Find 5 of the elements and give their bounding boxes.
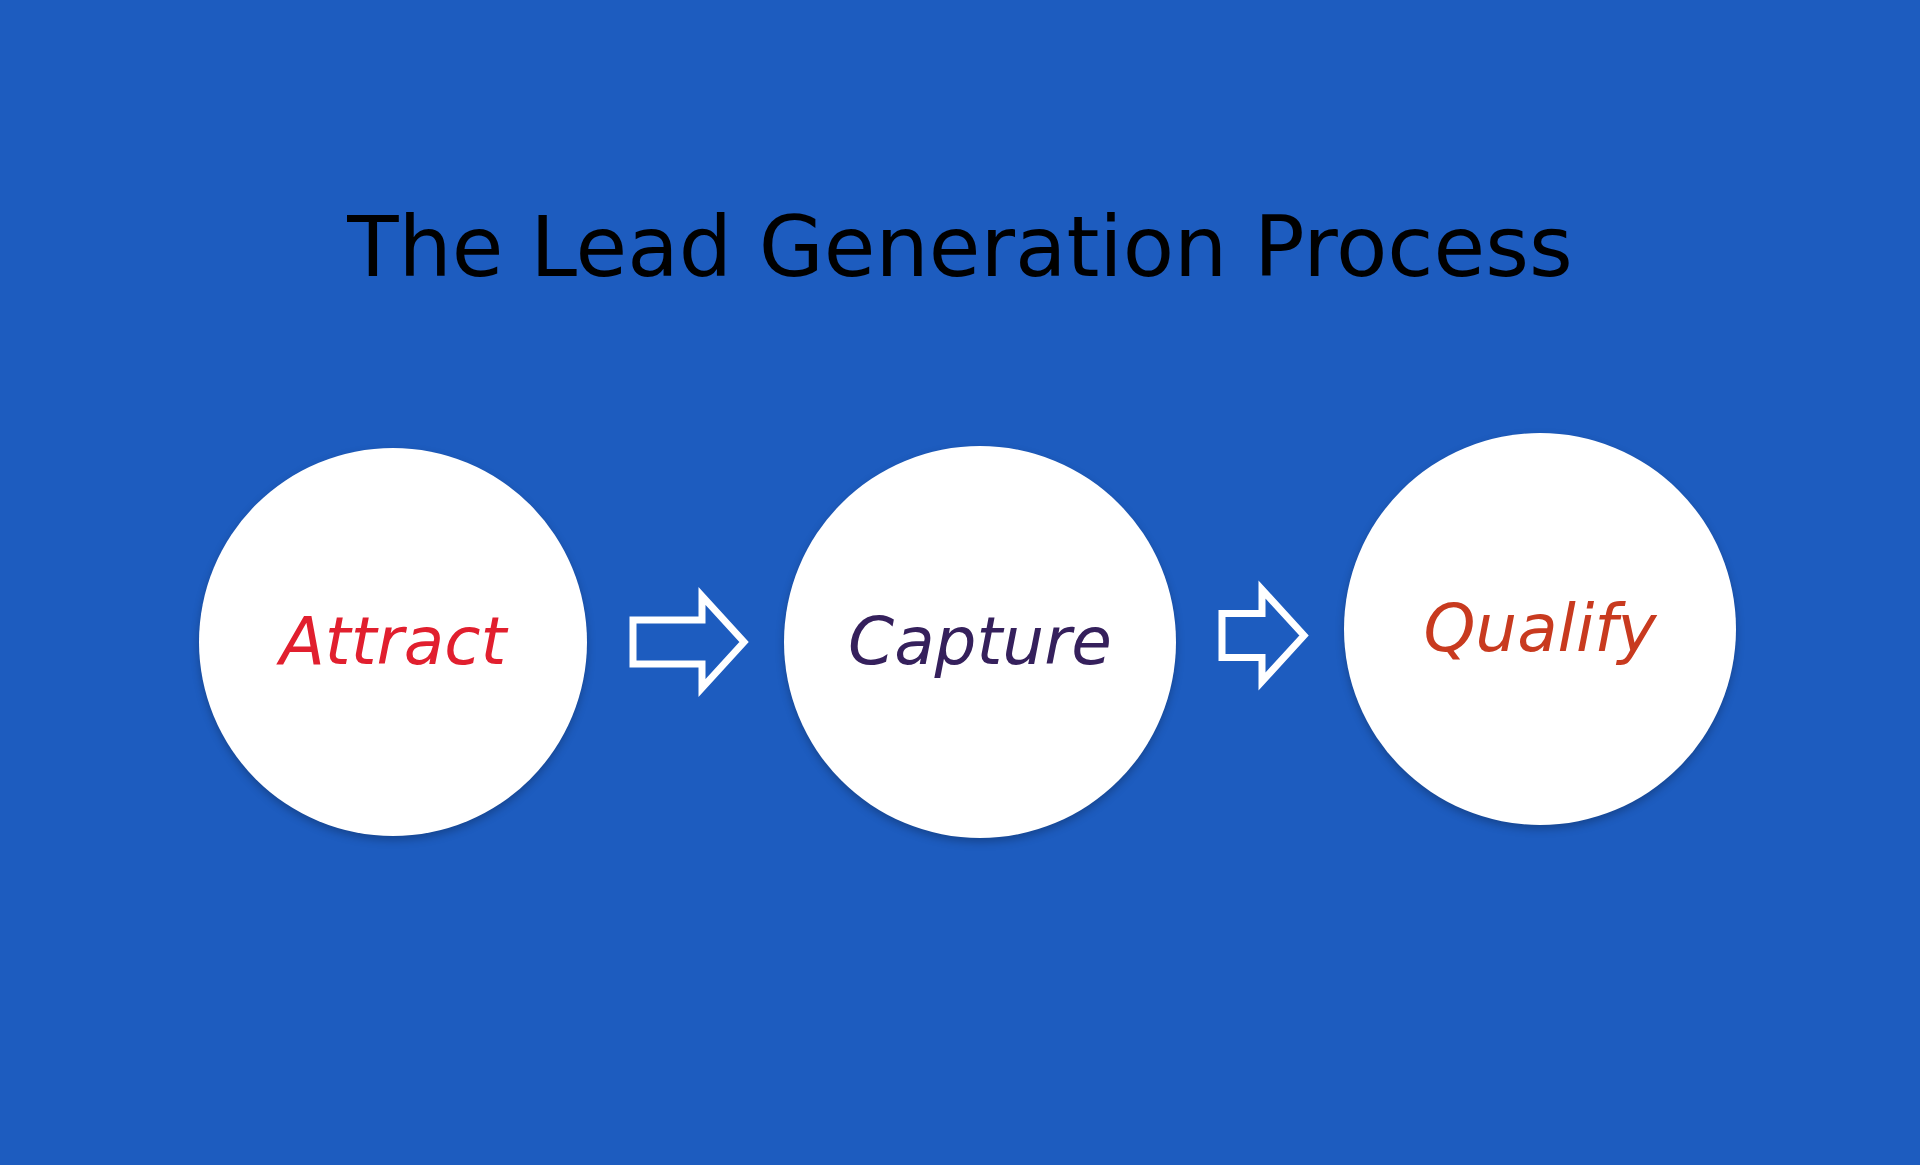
title: The Lead Generation Process xyxy=(346,205,1574,289)
hollow-arrow xyxy=(629,586,749,698)
step-label: Capture xyxy=(848,601,1112,682)
hollow-arrow xyxy=(1218,580,1309,691)
step-label: Qualify xyxy=(1423,588,1657,669)
